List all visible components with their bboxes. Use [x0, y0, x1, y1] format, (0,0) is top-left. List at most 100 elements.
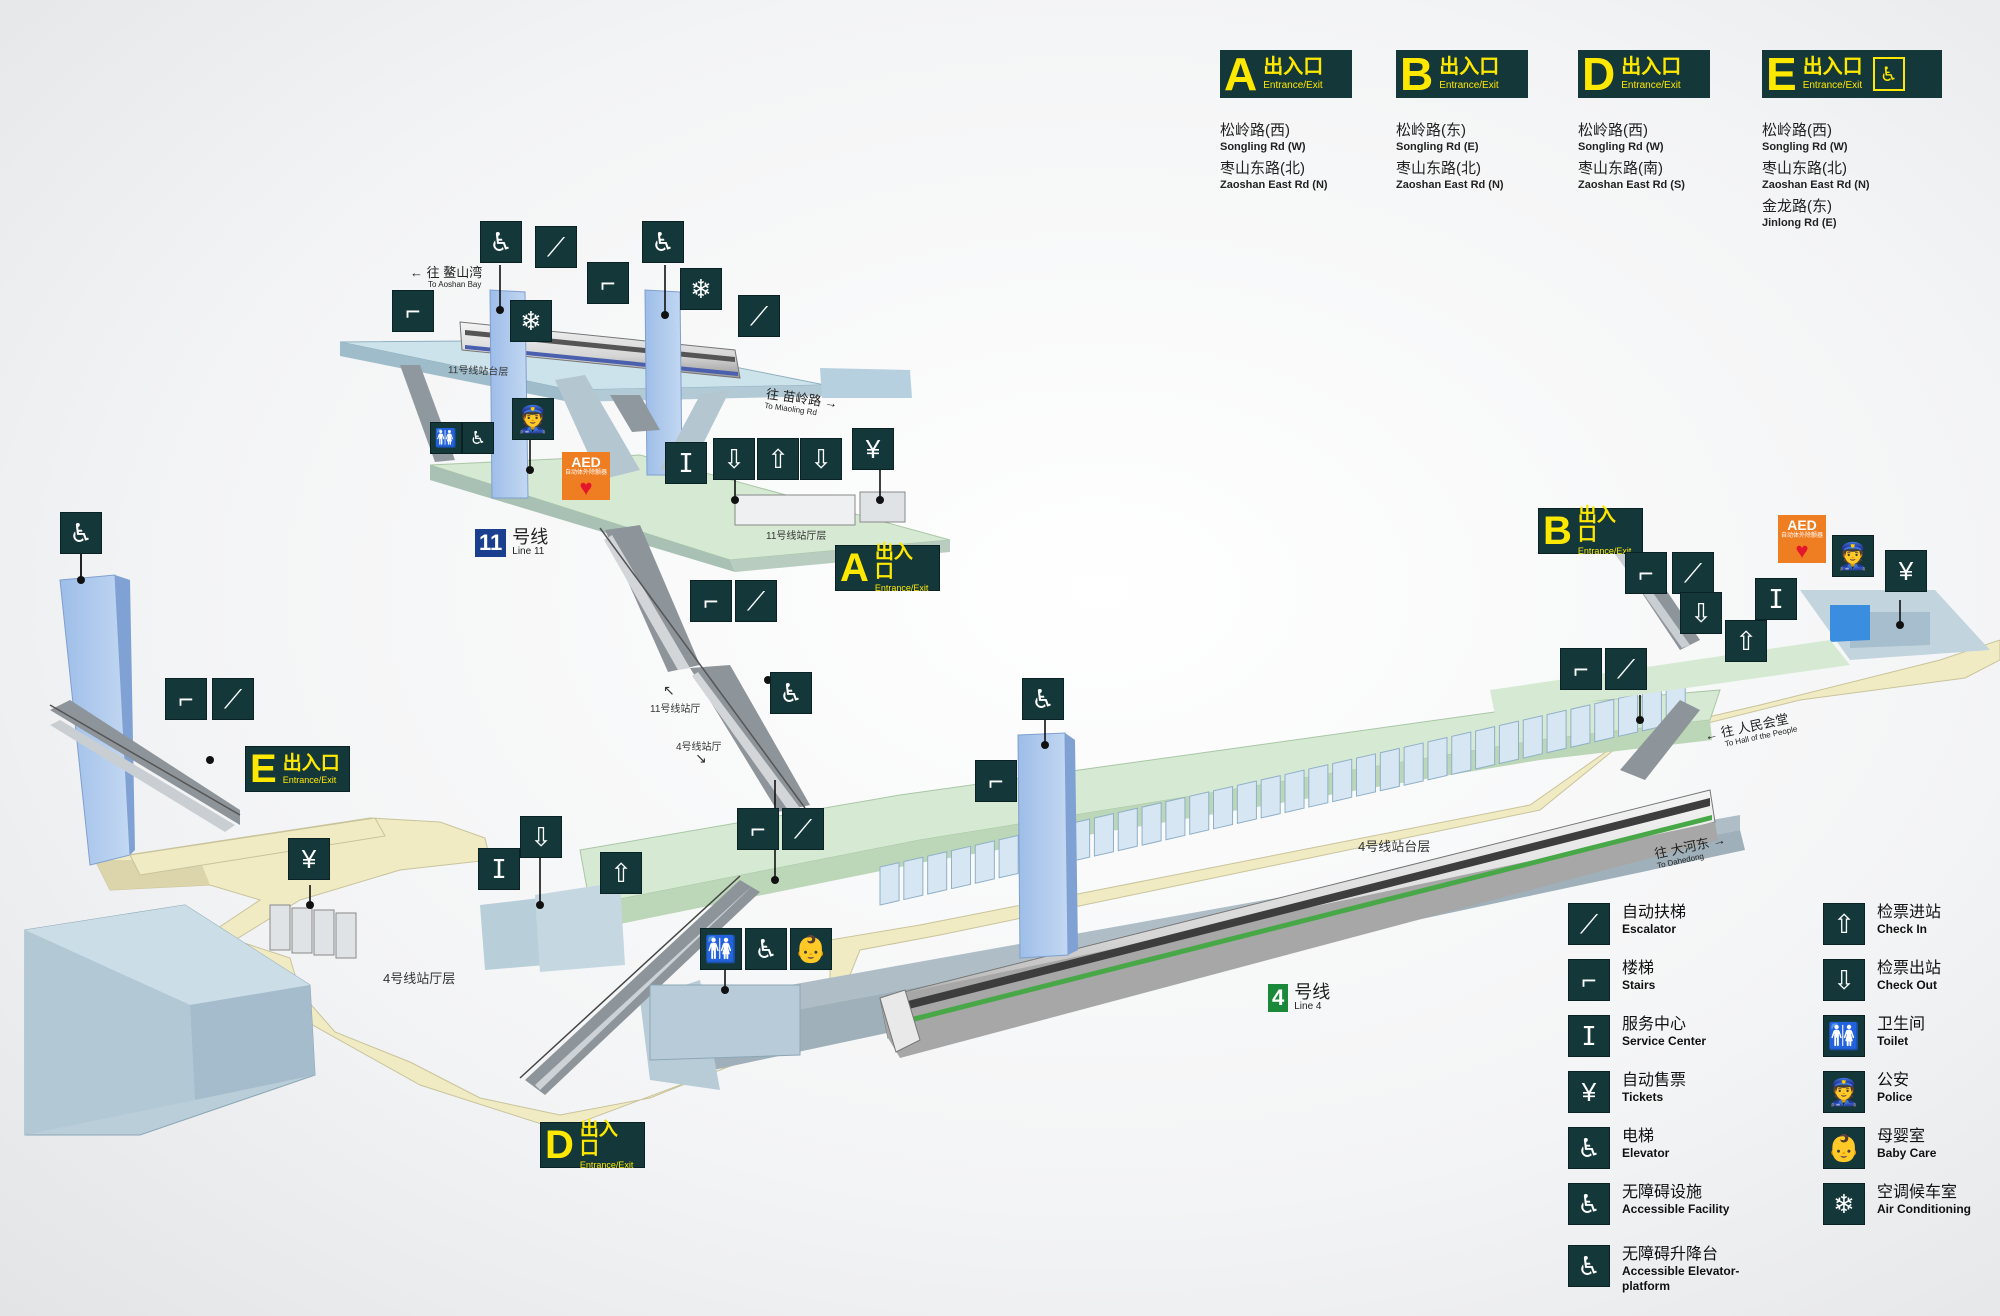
escalator-icon: ⟋: [782, 808, 824, 850]
toilet-icon: 🚻: [430, 422, 462, 454]
screen-door-panel: [1332, 758, 1353, 803]
service-center-icon: ⵊ: [1568, 1015, 1610, 1057]
screen-door-panel: [1355, 753, 1377, 797]
escalator-icon: ⟋: [735, 580, 777, 622]
line4-screen-doors: [879, 682, 1686, 906]
screen-door-panel: [1546, 709, 1567, 754]
screen-door-panel: [1522, 715, 1543, 759]
roads-e: 松岭路(西)Songling Rd (W) 枣山东路(北)Zaoshan Eas…: [1762, 122, 1870, 229]
screen-door-panel: [927, 851, 948, 895]
roads-a: 松岭路(西)Songling Rd (W) 枣山东路(北)Zaoshan Eas…: [1220, 122, 1328, 191]
elevator-icon: ♿: [642, 221, 684, 263]
stairs-icon: ⌐: [737, 808, 779, 850]
screen-door-panel: [1093, 813, 1114, 857]
line11-number: 11: [475, 529, 507, 557]
elevator-icon: ♿: [1872, 57, 1905, 91]
tickets-icon: ¥: [288, 838, 330, 880]
e-escalator: [49, 700, 241, 832]
arrow-stair4: ↘: [695, 750, 707, 766]
check-out-icon: ⇩: [800, 438, 842, 480]
arrow-stair11: ↖: [663, 682, 675, 698]
service-center-icon: ⵊ: [1755, 578, 1797, 620]
escalator-icon: ⟋: [212, 678, 254, 720]
screen-door-panel: [1379, 747, 1400, 792]
stairs-icon: ⌐: [1625, 552, 1667, 594]
elevator-icon: ♿: [60, 512, 102, 554]
screen-door-panel: [1498, 720, 1519, 765]
escalator-icon: ⟋: [738, 295, 780, 337]
service-blocks: [480, 882, 801, 1061]
tickets-icon: ¥: [852, 428, 894, 470]
escalator-icon: ⟋: [1672, 552, 1714, 594]
check-in-icon: ⇧: [1823, 903, 1865, 945]
tickets-icon: ¥: [1885, 550, 1927, 592]
roads-d: 松岭路(西)Songling Rd (W) 枣山东路(南)Zaoshan Eas…: [1578, 122, 1685, 191]
screen-door-panel: [1284, 769, 1305, 814]
stairs-icon: ⌐: [587, 262, 629, 304]
screen-door-panel: [1641, 687, 1662, 732]
police-icon: 👮: [512, 398, 554, 440]
screen-door-panel: [1451, 731, 1472, 776]
screen-door-panel: [1117, 807, 1138, 852]
check-out-icon: ⇩: [713, 438, 755, 480]
transfer-escalators: [599, 525, 810, 812]
screen-door-panel: [1427, 736, 1448, 781]
check-in-icon: ⇧: [1725, 620, 1767, 662]
air-conditioning-icon: ❄: [1823, 1183, 1865, 1225]
center-elevator-shaft: [1017, 732, 1078, 959]
baby-care-icon: 👶: [1823, 1127, 1865, 1169]
accessible-facility-icon: ♿: [462, 422, 494, 454]
screen-door-panel: [1594, 698, 1615, 743]
screen-door-panel: [1141, 802, 1162, 846]
ticket-machines-hall4: [269, 904, 357, 959]
screen-door-panel: [1165, 796, 1186, 841]
stairs-icon: ⌐: [1560, 648, 1602, 690]
arrow-right-icon: →: [820, 393, 839, 412]
screen-door-panel: [1403, 742, 1424, 786]
line4-number: 4: [1268, 984, 1289, 1012]
accessible-facility-icon: ♿: [745, 928, 787, 970]
direction-aoshan: ← 往 鳌山湾 To Aoshan Bay: [410, 265, 483, 290]
check-out-icon: ⇩: [520, 816, 562, 858]
check-out-icon: ⇩: [1823, 959, 1865, 1001]
screen-door-panel: [1213, 785, 1234, 830]
check-out-icon: ⇩: [1680, 592, 1722, 634]
stairs-icon: ⌐: [1568, 959, 1610, 1001]
service-center-icon: ⵊ: [665, 442, 707, 484]
label-stair11: 11号线站厅: [650, 704, 701, 715]
police-icon: 👮: [1823, 1071, 1865, 1113]
screen-door-panel: [1570, 704, 1591, 748]
screen-door-panel: [950, 845, 972, 890]
label-platform4: 4号线站台层: [1358, 839, 1431, 854]
baby-care-icon: 👶: [790, 928, 832, 970]
tickets-icon: ¥: [1568, 1071, 1610, 1113]
screen-door-panel: [903, 856, 924, 901]
screen-door-panel: [974, 840, 995, 884]
elevator-icon: ♿: [1568, 1127, 1610, 1169]
stairs-icon: ⌐: [392, 290, 434, 332]
stairs-icon: ⌐: [165, 678, 207, 720]
label-platform11: 11号线站台层: [447, 364, 509, 379]
escalator-icon: ⟋: [535, 226, 577, 268]
screen-door-panel: [1475, 725, 1496, 770]
roads-b: 松岭路(东)Songling Rd (E) 枣山东路(北)Zaoshan Eas…: [1396, 122, 1504, 191]
heart-icon: ♥: [579, 475, 593, 500]
line4-train: [879, 789, 1718, 1058]
escalator-icon: ⟋: [1605, 648, 1647, 690]
check-in-icon: ⇧: [757, 438, 799, 480]
